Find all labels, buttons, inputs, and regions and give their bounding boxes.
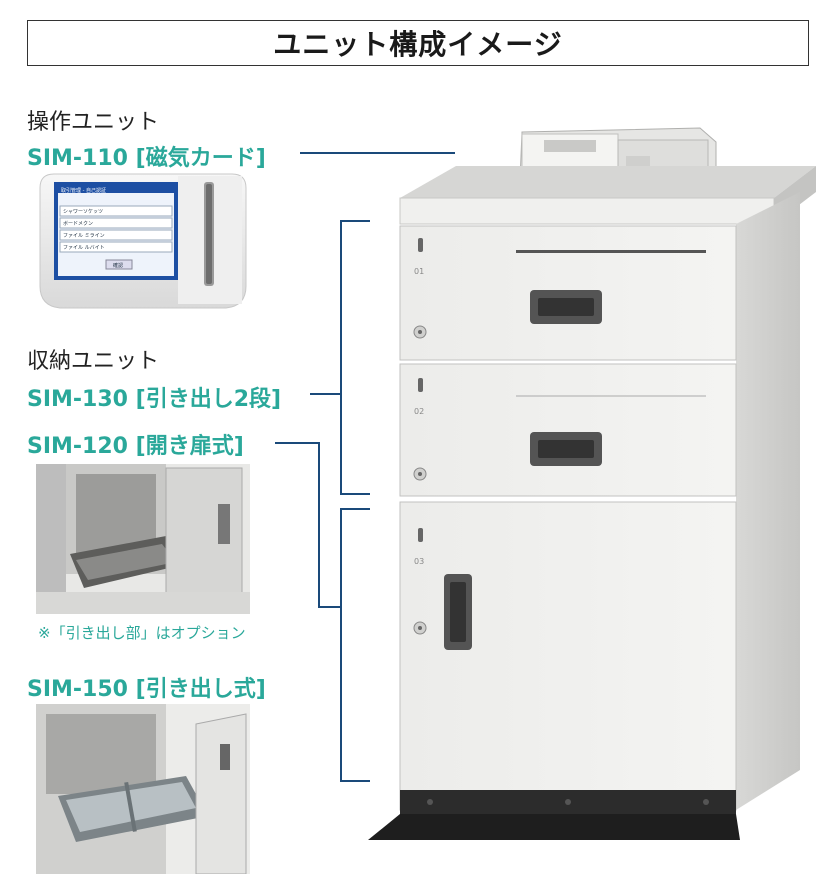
storage-bracket-lower [340, 508, 342, 782]
sim-120-option-note: ※「引き出し部」はオプション [38, 624, 246, 642]
screen-row: ボードメクン [63, 220, 93, 227]
sim-120-label: SIM-120 [開き扉式] [27, 434, 244, 459]
sim-120-pointer-line-v [318, 442, 320, 608]
title-box: ユニット構成イメージ [27, 20, 809, 66]
sim-150-photo [36, 704, 250, 874]
drawer-number: 02 [414, 407, 424, 416]
screen-row: シャワーソケッツ [63, 208, 103, 215]
drawer-number: 03 [414, 557, 424, 566]
operation-unit-label: 操作ユニット [27, 110, 160, 135]
drawer-01: 01 [399, 225, 737, 361]
storage-bracket-upper-bottom [340, 493, 370, 495]
drawer-02: 02 [399, 363, 737, 497]
sim-110-pointer-line [300, 152, 455, 154]
base-plate [368, 790, 740, 840]
sim-120-pointer-line-h2 [318, 606, 342, 608]
sim-150-label: SIM-150 [引き出し式] [27, 677, 266, 702]
screen-row: ファイル ルバイト [63, 245, 105, 251]
screen-confirm-button: 確認 [113, 262, 123, 269]
sim-130-label: SIM-130 [引き出し2段] [27, 387, 282, 412]
storage-bracket-upper [340, 220, 342, 495]
storage-bracket-lower-top [340, 508, 370, 510]
page-title: ユニット構成イメージ [273, 28, 563, 61]
storage-unit-label: 収納ユニット [27, 349, 160, 374]
screen-heading: 取引管理 - 自己認証 [61, 187, 106, 194]
cabinet-illustration: 01 02 03 [368, 127, 816, 840]
storage-bracket-upper-top [340, 220, 370, 222]
screen-row: ファイル ミライン [63, 233, 105, 239]
door-03: 03 [399, 501, 737, 811]
sim-130-pointer-line [310, 393, 342, 395]
storage-bracket-lower-bottom [340, 780, 370, 782]
sim-110-label: SIM-110 [磁気カード] [27, 146, 266, 171]
sim-110-photo: 取引管理 - 自己認証 シャワーソケッツ ボードメクン ファイル ミライン ファ… [36, 168, 250, 314]
sim-120-photo [36, 464, 250, 614]
drawer-number: 01 [414, 267, 424, 276]
sim-120-pointer-line-h [275, 442, 320, 444]
